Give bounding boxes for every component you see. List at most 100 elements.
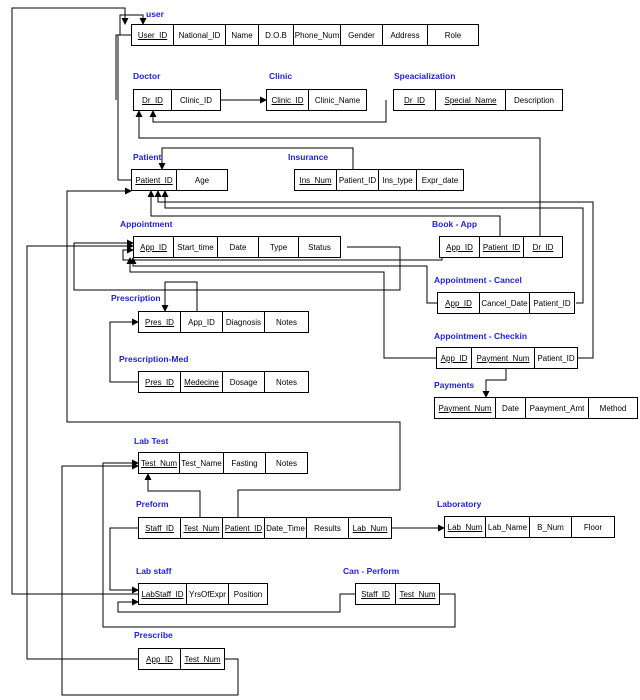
field-notes: Notes: [276, 458, 297, 468]
edge-status-to-appointment: [73, 239, 401, 291]
field-dr-id: Dr_ID: [134, 90, 172, 110]
edge-insurance-to-patient: [158, 147, 354, 170]
laboratory-table-title: Laboratory: [437, 499, 482, 509]
appointment-checkin-table-title: Appointment - Checkin: [434, 331, 528, 341]
field-notes: Notes: [276, 377, 297, 387]
payments-table-title: Payments: [434, 380, 475, 390]
edge-checkin-to-payments: [482, 369, 507, 398]
edge-prescription-to-appointment: [161, 281, 198, 312]
can-perform-table-title: Can - Perform: [343, 566, 400, 576]
edge-prescribe-test-to-labtest: [61, 462, 239, 696]
field-lab-num: Lab_Num: [352, 523, 388, 533]
specialization-table-title: Speacialization: [394, 71, 456, 81]
field-app-id: App_ID: [437, 348, 472, 368]
field-patient-id: Patient_ID: [533, 298, 571, 308]
field-app-id: App_ID: [440, 237, 480, 257]
field-patient-id: Patient_ID: [537, 353, 575, 363]
prescribe-table-title: Prescribe: [134, 630, 173, 640]
field-method: Method: [599, 403, 627, 413]
edge-book-patient-to-patient: [147, 190, 501, 236]
field-ins-num: Ins_Num: [295, 170, 337, 190]
field-clinic-name: Clinic_Name: [314, 95, 361, 105]
field-dosage: Dosage: [223, 372, 265, 392]
edge-preform-staff-to-labstaff: [109, 527, 139, 594]
edge-checkin-patient-to-patient: [154, 190, 594, 359]
edge-prescmed-to-prescription: [109, 318, 139, 383]
prescription-table-title: Prescription: [111, 293, 161, 303]
field-name: Name: [226, 25, 259, 45]
field-yrsofexpr: YrsOfExpr: [187, 584, 229, 604]
field-payment-num: Payment_Num: [435, 398, 496, 418]
field-gender: Gender: [341, 25, 383, 45]
edge-preform-test-to-labtest: [144, 473, 201, 517]
field-special-name: Special_Name: [436, 90, 506, 110]
edge-preform-patient-to-patient: [66, 187, 401, 517]
field-user-id: User_ID: [132, 25, 174, 45]
book-app-table-title: Book - App: [432, 219, 478, 229]
field-ins-type: Ins_type: [379, 170, 417, 190]
appointment-table-title: Appointment: [120, 219, 173, 229]
field-test-num: Test_Num: [139, 453, 180, 473]
field-payment-num: Payment_Num: [472, 348, 535, 368]
edge-doctor-to-user: [115, 34, 131, 100]
field-patient-id: Patient_ID: [480, 237, 524, 257]
field-results: Results: [307, 518, 349, 538]
edge-canperform-staff-to-labstaff: [117, 593, 355, 613]
field-role: Role: [444, 30, 462, 40]
field-lab-name: Lab_Name: [486, 517, 530, 537]
field-cancel-date: Cancel_Date: [480, 293, 530, 313]
field-dr-id: Dr_ID: [532, 242, 554, 252]
edge-checkin-app-to-appointment: [126, 257, 436, 359]
edge-prescribe-app-to-appointment: [26, 242, 138, 660]
field-app-id: App_ID: [438, 293, 480, 313]
field-patient-id: Patient_ID: [337, 170, 379, 190]
field-diagnosis: Diagnosis: [223, 312, 265, 332]
field-pres-id: Pres_ID: [139, 372, 181, 392]
field-staff-id: Staff_ID: [139, 518, 181, 538]
field-notes: Notes: [276, 317, 297, 327]
field-app-id: App_ID: [134, 237, 174, 257]
field-test-num: Test_Num: [181, 518, 223, 538]
field-patient-id: Patient_ID: [132, 170, 177, 190]
field-test-name: Test_Name: [180, 453, 224, 473]
field-address: Address: [383, 25, 428, 45]
field-position: Position: [233, 589, 263, 599]
field-test-num: Test_Num: [184, 654, 221, 664]
preform-table-title: Preform: [136, 499, 169, 509]
doctor-table[interactable]: Dr_ID Clinic_ID: [133, 89, 221, 111]
user-table-title: user: [146, 9, 164, 19]
field-date: Date: [496, 398, 526, 418]
edge-specialization-to-doctor: [149, 100, 387, 123]
field-clinic-id: Clinic_ID: [179, 95, 212, 105]
edge-cancel-patient-to-patient: [161, 190, 584, 304]
field-status: Status: [308, 242, 331, 252]
field-pres-id: Pres_ID: [139, 312, 181, 332]
field-date-time: Date_Time: [265, 518, 307, 538]
field-phone-num: Phone_Num: [294, 25, 341, 45]
field-fasting: Fasting: [224, 453, 266, 473]
field-expr-date: Expr_date: [421, 175, 459, 185]
field-staff-id: Staff_ID: [356, 584, 396, 604]
field-test-num: Test_Num: [399, 589, 436, 599]
field-b-num: B_Num: [530, 517, 572, 537]
field-dr-id: Dr_ID: [394, 90, 436, 110]
